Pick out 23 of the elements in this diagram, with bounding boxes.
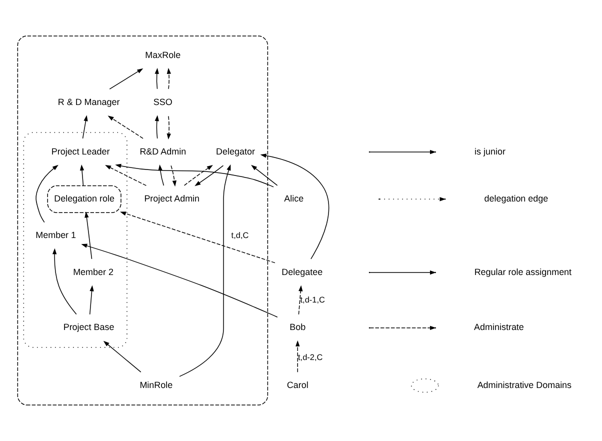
legend-label: Administrate: [474, 322, 524, 332]
node-text: MinRole: [140, 380, 173, 390]
node-text: Member 1: [36, 230, 76, 240]
legend-label: delegation edge: [484, 193, 548, 204]
legend-label: Administrative Domains: [477, 380, 572, 390]
edge-label: t,d-2,C: [298, 352, 323, 362]
node-text: Project Base: [63, 322, 114, 332]
legend-label: is junior: [474, 146, 506, 156]
node-text: MaxRole: [145, 50, 181, 60]
node-text: R&D Admin: [140, 146, 186, 156]
node-text: Carol: [286, 380, 308, 390]
node-text: SSO: [153, 96, 172, 107]
node-text: Alice: [284, 193, 304, 204]
node-text: Bob: [290, 322, 306, 332]
node-text: Delegatee: [282, 266, 323, 277]
node-text: Member 2: [73, 266, 114, 277]
node-text: Project Leader: [51, 146, 110, 156]
edge-label: t,d-1,C: [300, 295, 325, 304]
edge-label: t,d,C: [231, 230, 249, 240]
legend-label: Regular role assignment: [474, 266, 572, 277]
node-text: R & D Manager: [58, 96, 120, 107]
node-text: Delegator: [216, 146, 255, 156]
node-text: Project Admin: [144, 193, 200, 204]
